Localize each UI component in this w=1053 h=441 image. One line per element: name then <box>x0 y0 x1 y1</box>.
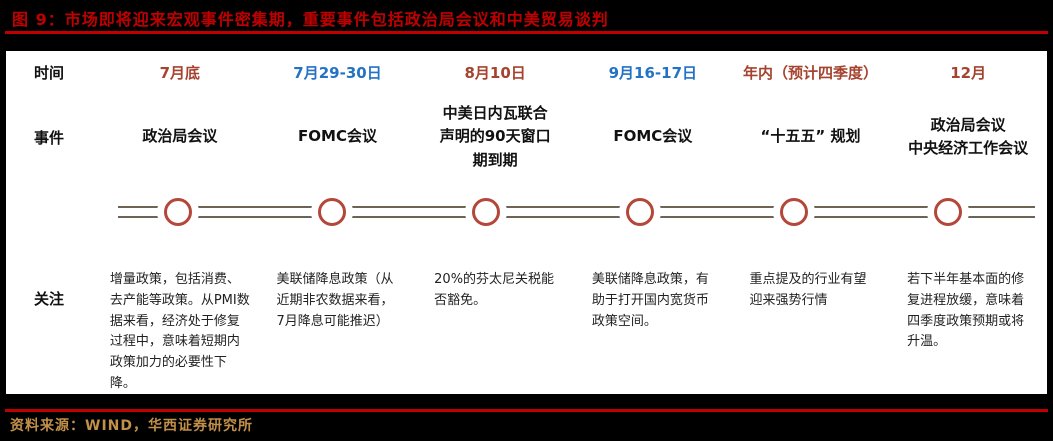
time-cell-6: 12月 <box>950 63 987 82</box>
event-text: 政治局会议 中央经济工作会议 <box>908 115 1029 157</box>
focus-cell-5: 重点提及的行业有望迎来强势行情 <box>732 243 890 395</box>
focus-cell-3: 20%的芬太尼关税能否豁免。 <box>416 243 574 395</box>
focus-text: 美联储降息政策，有助于打开国内宽货币政策空间。 <box>591 272 709 329</box>
time-cell-2: 7月29-30日 <box>293 63 382 82</box>
event-text: FOMC会议 <box>298 127 377 146</box>
focus-cell-1: 增量政策，包括消费、去产能等政策。从PMI数据来看，经济处于修复过程中，意味着短… <box>101 243 259 395</box>
time-cell-3: 8月10日 <box>464 63 526 82</box>
focus-cell-4: 美联储降息政策，有助于打开国内宽货币政策空间。 <box>574 243 732 395</box>
event-text: 政治局会议 <box>142 127 218 146</box>
event-cell-6: 政治局会议 中央经济工作会议 <box>889 93 1047 181</box>
focus-text: 20%的芬太尼关税能否豁免。 <box>434 272 555 308</box>
time-cell-4: 9月16-17日 <box>608 63 698 82</box>
event-cell-5: “十五五” 规划 <box>732 93 890 181</box>
bottom-rule <box>5 409 1048 412</box>
source-text: 资料来源：WIND，华西证券研究所 <box>10 418 253 434</box>
row-label-event: 事件 <box>34 128 65 147</box>
event-text: FOMC会议 <box>613 127 693 146</box>
event-text: 中美日内瓦联合声明的90天窗口期到期 <box>439 104 551 169</box>
timeline-panel: 时间 7月底 7月29-30日 8月10日 9月16-17日 年内（预计四季度）… <box>6 51 1047 394</box>
row-label-time: 时间 <box>34 63 65 82</box>
event-cell-2: FOMC会议 <box>259 93 417 181</box>
focus-cell-6: 若下半年基本面的修复进程放缓，意味着四季度政策预期或将升温。 <box>889 243 1047 395</box>
focus-text: 重点提及的行业有望迎来强势行情 <box>749 272 867 308</box>
figure-title: 图 9：市场即将迎来宏观事件密集期，重要事件包括政治局会议和中美贸易谈判 <box>12 10 609 29</box>
timeline-node-icon <box>780 198 808 226</box>
event-text: “十五五” 规划 <box>760 127 861 146</box>
focus-text: 增量政策，包括消费、去产能等政策。从PMI数据来看，经济处于修复过程中，意味着短… <box>109 272 250 391</box>
event-cell-1: 政治局会议 <box>101 93 259 181</box>
timeline-node-icon <box>164 198 192 226</box>
row-label-focus: 关注 <box>34 290 65 308</box>
time-cell-5: 年内（预计四季度） <box>742 63 878 82</box>
timeline-node-icon <box>626 198 654 226</box>
focus-text: 若下半年基本面的修复进程放缓，意味着四季度政策预期或将升温。 <box>907 272 1025 350</box>
focus-cell-2: 美联储降息政策（从近期非农数据来看，7月降息可能推迟） <box>259 243 417 395</box>
event-cell-3: 中美日内瓦联合声明的90天窗口期到期 <box>416 93 574 181</box>
top-rule <box>5 31 1048 34</box>
time-cell-1: 7月底 <box>159 63 201 82</box>
timeline-node-icon <box>318 198 346 226</box>
event-cell-4: FOMC会议 <box>574 93 732 181</box>
timeline-node-icon <box>472 198 500 226</box>
timeline-node-icon <box>934 198 962 226</box>
timeline-track <box>118 206 1035 218</box>
focus-text: 美联储降息政策（从近期非农数据来看，7月降息可能推迟） <box>276 272 394 329</box>
